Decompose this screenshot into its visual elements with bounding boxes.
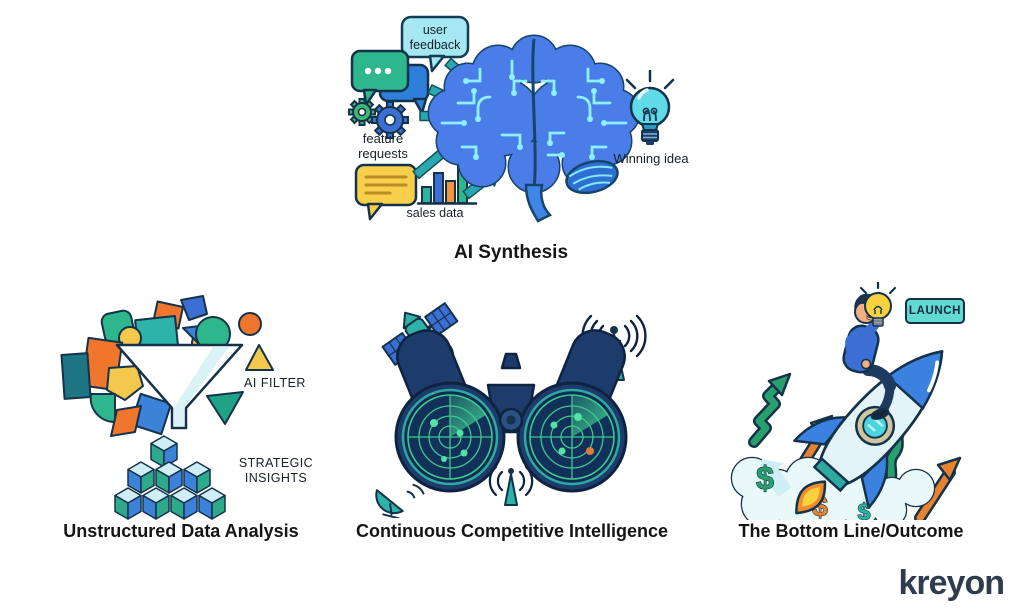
feature-requests-label: feature requests	[358, 131, 408, 162]
satellite-dish-icon	[375, 483, 425, 518]
bottom-line-caption: The Bottom Line/Outcome	[738, 521, 964, 541]
circuit-lines	[440, 59, 628, 159]
panel-ai-synthesis: user feedback feature requests sales dat…	[330, 5, 692, 237]
rocket-illustration: $ $ $ $	[730, 282, 962, 520]
chat-bubbles-icon	[350, 49, 430, 115]
ai-filter-label: AI FILTER	[244, 376, 306, 390]
lightbulb-icon	[625, 69, 675, 145]
sales-data-label: sales data	[406, 206, 464, 220]
winning-idea-label: Winning idea	[613, 151, 689, 166]
panel-unstructured-data: AI FILTER STRATEGIC INSIGHTS	[55, 288, 313, 520]
kreyon-logo: kreyon	[898, 564, 1005, 602]
insight-cubes	[114, 435, 226, 520]
speech-bubble-icon	[400, 15, 470, 73]
binoculars-illustration	[375, 302, 647, 518]
note-bubble-icon	[354, 163, 418, 221]
funnel-icon	[115, 343, 244, 430]
user-feedback-label: user feedback	[409, 23, 461, 52]
scattered-shapes	[60, 295, 274, 437]
competitive-intelligence-caption: Continuous Competitive Intelligence	[355, 521, 669, 541]
brain-icon	[427, 34, 641, 223]
panel-competitive-intelligence	[370, 300, 654, 518]
strategic-insights-label: STRATEGIC INSIGHTS	[238, 456, 314, 485]
launch-badge: LAUNCH	[905, 298, 965, 324]
small-antenna-icon	[488, 465, 534, 506]
panel-bottom-line: $ $ $ $	[730, 282, 975, 520]
radar-lens-left	[407, 394, 493, 480]
dollar-sign: $	[756, 460, 774, 496]
ai-synthesis-illustration	[348, 15, 675, 223]
gears-icon	[348, 98, 409, 139]
radar-lens-right	[529, 394, 615, 480]
funnel-illustration	[60, 295, 274, 520]
unstructured-data-caption: Unstructured Data Analysis	[63, 521, 299, 541]
idea-bulb-icon	[859, 282, 897, 327]
binoculars-hinge	[498, 407, 524, 433]
ai-synthesis-caption: AI Synthesis	[453, 242, 569, 263]
